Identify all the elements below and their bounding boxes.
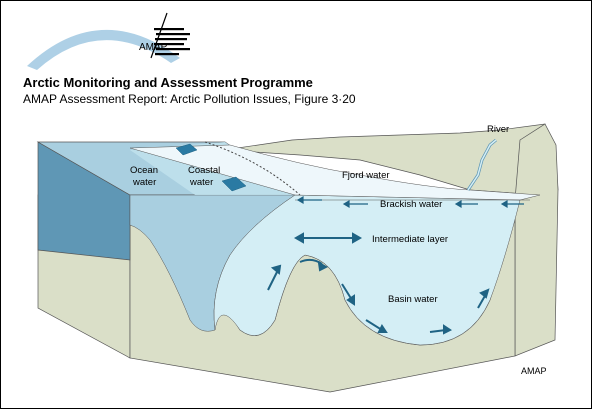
credit-label: AMAP xyxy=(521,366,547,376)
deep-circulation-arrows xyxy=(267,258,490,335)
diagram-labels: River Ocean water Coastal water Fjord wa… xyxy=(130,124,509,305)
land-right-block xyxy=(514,123,559,357)
logo-hatched-marks xyxy=(154,28,190,56)
label-river: River xyxy=(487,124,509,135)
fjord-surface xyxy=(129,144,541,201)
arrow-coastal-out xyxy=(175,143,198,156)
label-ocean-line1: Ocean xyxy=(130,165,158,176)
brackish-arrows xyxy=(296,195,524,209)
deep-arrow-1 xyxy=(267,269,279,291)
intermediate-arrow xyxy=(293,232,363,244)
page-title: Arctic Monitoring and Assessment Program… xyxy=(23,75,313,90)
amap-logo: AMAP xyxy=(27,12,190,70)
label-fjord-water: Fjord water xyxy=(342,170,390,181)
label-ocean-line2: water xyxy=(132,177,156,188)
arrow-coastal-in xyxy=(221,176,247,192)
basin-water xyxy=(213,194,521,346)
surface-flow-arrows xyxy=(175,143,247,192)
label-coastal-line2: water xyxy=(189,177,213,188)
coastal-boundary xyxy=(204,141,301,196)
label-basin-water: Basin water xyxy=(388,294,438,305)
deep-arrow-4 xyxy=(365,319,383,331)
label-brackish-water: Brackish water xyxy=(380,199,442,210)
label-coastal-line1: Coastal xyxy=(188,165,220,176)
label-intermediate-layer: Intermediate layer xyxy=(372,234,448,245)
page-subtitle: AMAP Assessment Report: Arctic Pollution… xyxy=(23,92,356,106)
svg-text:AMAP: AMAP xyxy=(139,42,168,53)
